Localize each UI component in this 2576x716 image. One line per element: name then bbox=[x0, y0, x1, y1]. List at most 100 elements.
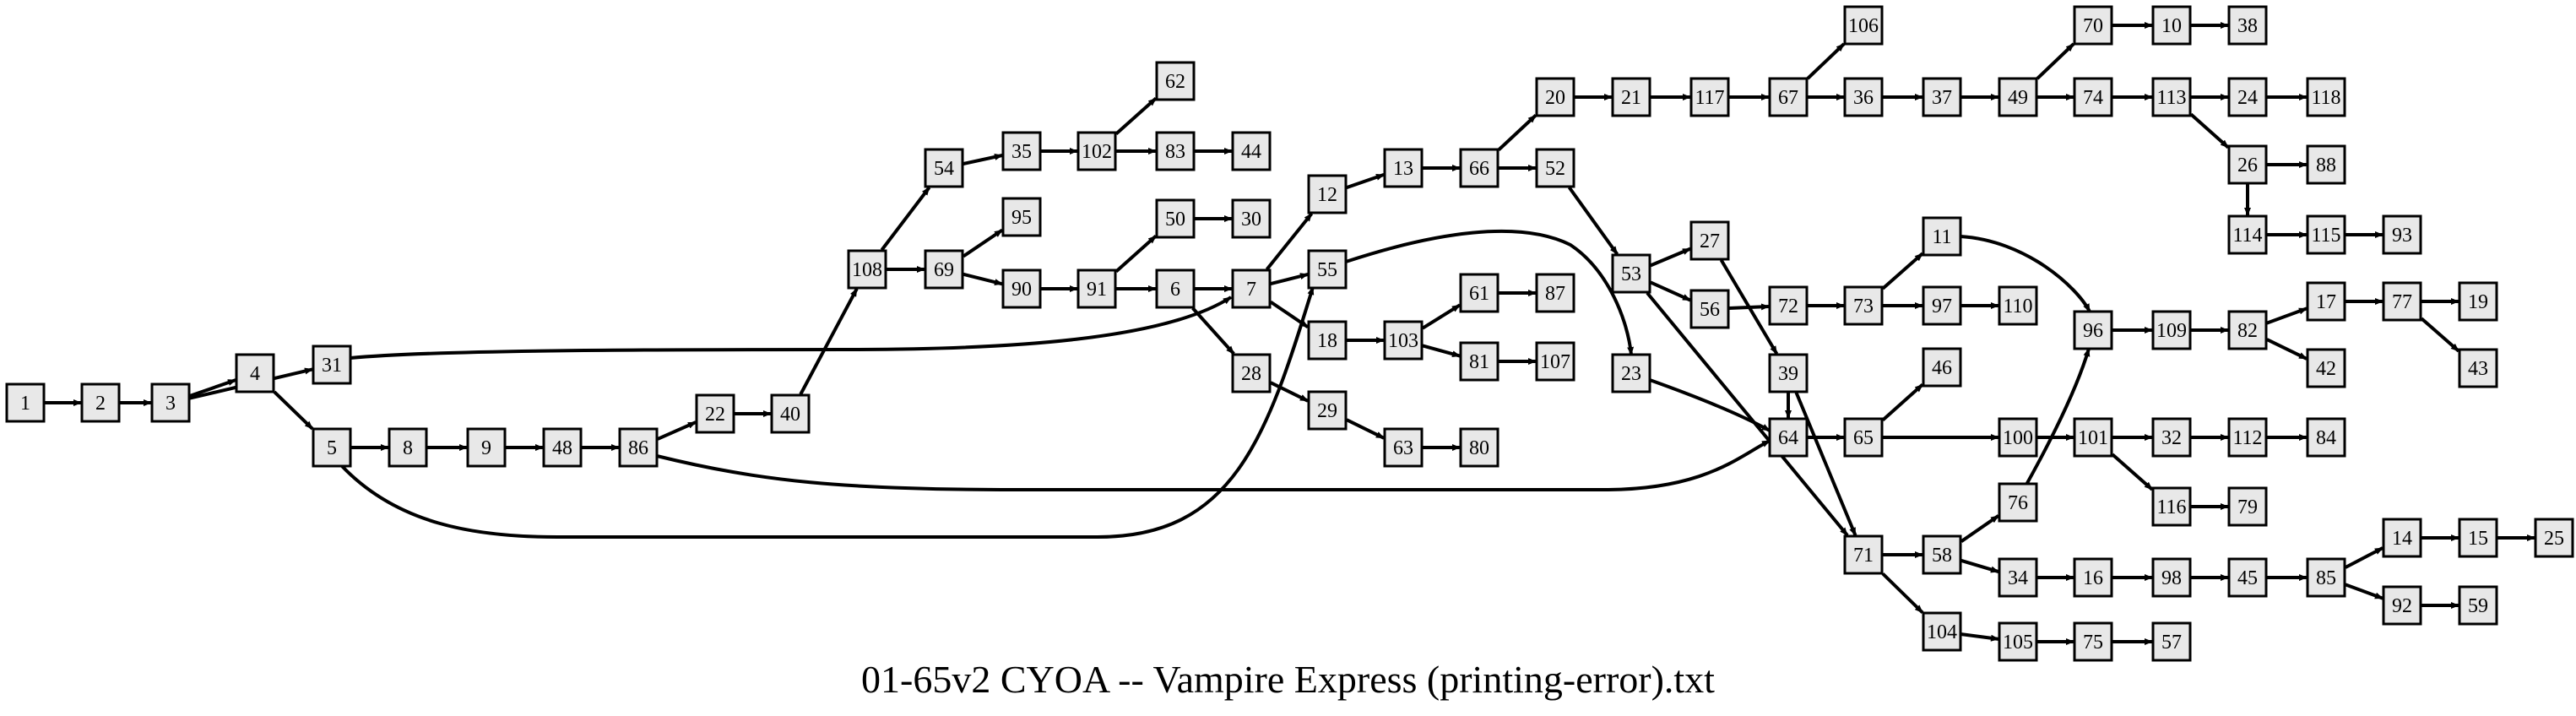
node-label-92: 92 bbox=[2392, 595, 2412, 617]
node-box-114 bbox=[2227, 214, 2268, 255]
node-box-43 bbox=[2458, 348, 2498, 388]
node-box-52 bbox=[1535, 148, 1575, 188]
node-label-91: 91 bbox=[1087, 279, 1107, 301]
node-box-93 bbox=[2382, 214, 2422, 255]
node-34: 34 bbox=[1998, 557, 2038, 598]
node-label-12: 12 bbox=[1317, 184, 1337, 206]
node-54: 54 bbox=[924, 148, 964, 188]
node-105: 105 bbox=[1998, 621, 2038, 662]
node-label-8: 8 bbox=[403, 437, 413, 459]
node-label-23: 23 bbox=[1621, 363, 1641, 385]
node-label-55: 55 bbox=[1317, 259, 1337, 281]
node-label-22: 22 bbox=[705, 404, 725, 426]
node-box-71 bbox=[1843, 534, 1884, 575]
node-82: 82 bbox=[2227, 310, 2268, 350]
node-73: 73 bbox=[1843, 285, 1884, 326]
edge-71-to-104 bbox=[1881, 572, 1924, 614]
node-box-55 bbox=[1307, 249, 1348, 290]
node-box-37 bbox=[1922, 77, 1962, 117]
node-56: 56 bbox=[1689, 289, 1730, 329]
node-95: 95 bbox=[1001, 197, 1042, 237]
node-69: 69 bbox=[924, 249, 964, 290]
edge-82-to-17 bbox=[2266, 306, 2308, 325]
edge-113-to-26 bbox=[2189, 112, 2230, 149]
node-box-113 bbox=[2151, 77, 2192, 117]
node-box-53 bbox=[1611, 253, 1651, 294]
node-label-57: 57 bbox=[2161, 632, 2182, 654]
node-81: 81 bbox=[1459, 341, 1500, 382]
edge-66-to-20 bbox=[1497, 114, 1537, 151]
node-box-14 bbox=[2382, 518, 2422, 558]
node-box-54 bbox=[924, 148, 964, 188]
node-box-46 bbox=[1922, 347, 1962, 388]
node-10: 10 bbox=[2151, 5, 2192, 46]
node-40: 40 bbox=[770, 393, 811, 434]
node-label-11: 11 bbox=[1932, 226, 1951, 248]
node-31: 31 bbox=[312, 344, 352, 385]
node-16: 16 bbox=[2073, 557, 2113, 598]
edge-82-to-42 bbox=[2266, 338, 2308, 361]
node-box-2 bbox=[80, 382, 121, 423]
node-box-108 bbox=[847, 249, 887, 290]
node-label-83: 83 bbox=[1165, 141, 1185, 163]
edge-6-to-28 bbox=[1191, 306, 1235, 355]
node-115: 115 bbox=[2306, 214, 2346, 255]
node-label-45: 45 bbox=[2237, 567, 2258, 589]
node-36: 36 bbox=[1843, 77, 1884, 117]
node-9: 9 bbox=[466, 427, 507, 468]
node-108: 108 bbox=[847, 249, 887, 290]
node-26: 26 bbox=[2227, 144, 2268, 185]
node-box-39 bbox=[1768, 353, 1809, 393]
node-box-56 bbox=[1689, 289, 1730, 329]
node-box-38 bbox=[2227, 5, 2268, 46]
node-label-62: 62 bbox=[1165, 71, 1185, 93]
node-label-82: 82 bbox=[2237, 320, 2258, 342]
node-label-113: 113 bbox=[2156, 87, 2186, 109]
node-box-101 bbox=[2073, 417, 2113, 458]
node-box-28 bbox=[1231, 353, 1272, 393]
node-label-3: 3 bbox=[165, 393, 176, 415]
node-label-63: 63 bbox=[1393, 437, 1413, 459]
node-label-56: 56 bbox=[1700, 299, 1720, 321]
node-66: 66 bbox=[1459, 148, 1500, 188]
node-box-11 bbox=[1922, 216, 1962, 257]
edge-4-to-5 bbox=[273, 390, 314, 431]
node-label-25: 25 bbox=[2544, 528, 2564, 550]
node-93: 93 bbox=[2382, 214, 2422, 255]
node-box-34 bbox=[1998, 557, 2038, 598]
node-112: 112 bbox=[2227, 417, 2268, 458]
node-box-7 bbox=[1231, 268, 1272, 309]
edge-69-to-90 bbox=[963, 272, 1003, 286]
node-24: 24 bbox=[2227, 77, 2268, 117]
node-box-85 bbox=[2306, 557, 2346, 598]
node-box-22 bbox=[695, 393, 735, 434]
node-box-63 bbox=[1383, 427, 1424, 468]
node-52: 52 bbox=[1535, 148, 1575, 188]
node-50: 50 bbox=[1155, 198, 1196, 239]
node-box-21 bbox=[1611, 77, 1651, 117]
edge-52-to-53 bbox=[1567, 186, 1619, 256]
node-label-37: 37 bbox=[1932, 87, 1952, 109]
node-box-74 bbox=[2073, 77, 2113, 117]
node-18: 18 bbox=[1307, 320, 1348, 361]
node-box-17 bbox=[2306, 281, 2346, 322]
edge-54-to-35 bbox=[963, 154, 1003, 165]
node-12: 12 bbox=[1307, 174, 1348, 214]
node-44: 44 bbox=[1231, 131, 1272, 171]
node-13: 13 bbox=[1383, 148, 1424, 188]
node-77: 77 bbox=[2382, 281, 2422, 322]
node-label-110: 110 bbox=[2003, 296, 2032, 317]
edge-23-to-64 bbox=[1649, 378, 1771, 432]
edge-3-to-4 bbox=[189, 378, 236, 398]
node-76: 76 bbox=[1998, 482, 2038, 523]
node-box-26 bbox=[2227, 144, 2268, 185]
node-box-100 bbox=[1998, 417, 2038, 458]
node-49: 49 bbox=[1998, 77, 2038, 117]
node-53: 53 bbox=[1611, 253, 1651, 294]
node-20: 20 bbox=[1535, 77, 1575, 117]
node-75: 75 bbox=[2073, 621, 2113, 662]
node-label-66: 66 bbox=[1469, 158, 1489, 180]
node-box-97 bbox=[1922, 285, 1962, 326]
edge-7-to-18 bbox=[1269, 300, 1310, 329]
node-label-38: 38 bbox=[2237, 15, 2258, 37]
